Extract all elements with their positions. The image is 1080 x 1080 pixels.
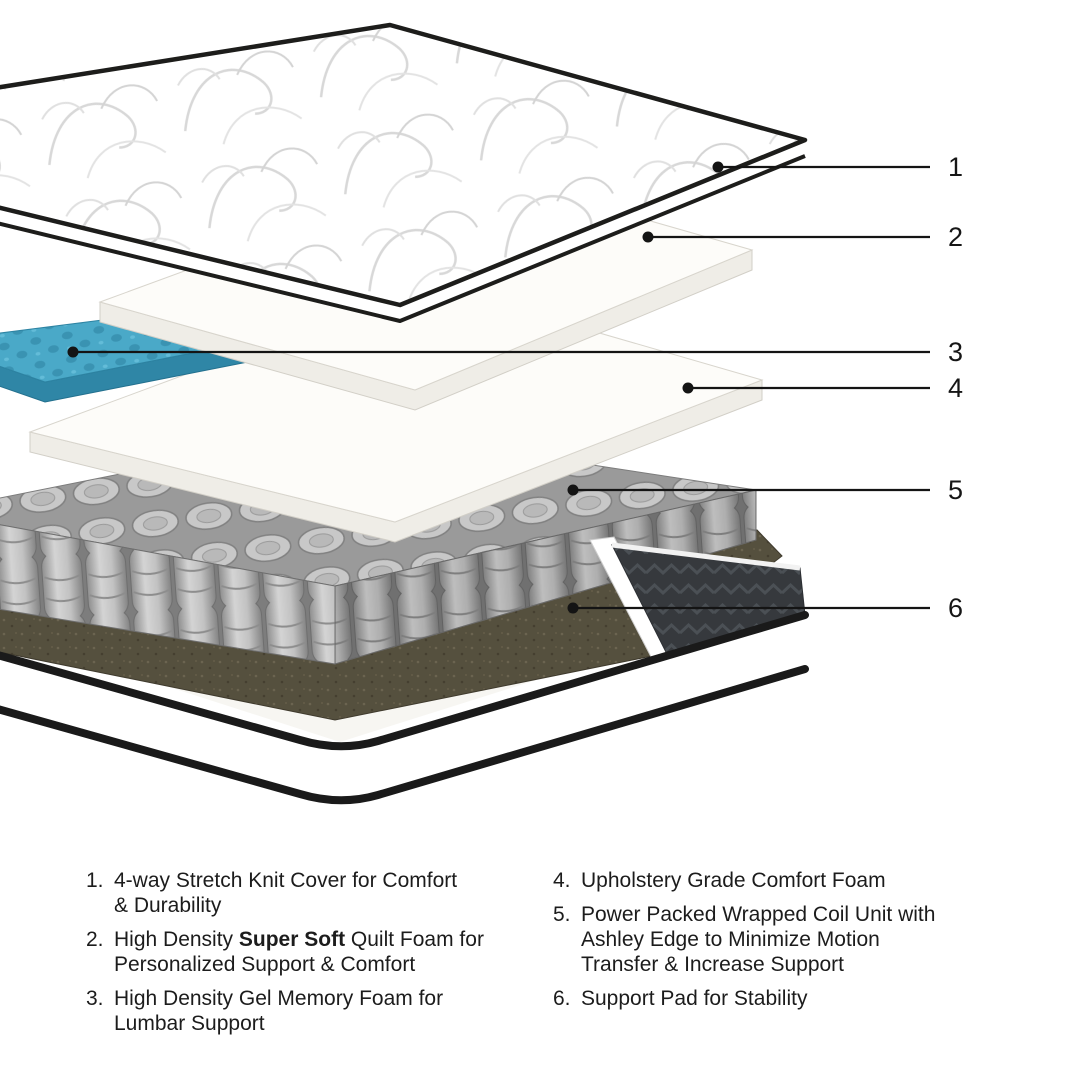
legend-text-part: High Density Gel Memory Foam for Lumbar … <box>114 987 444 1035</box>
callout-number-4: 4 <box>948 373 964 403</box>
callout-dot-3 <box>67 346 79 358</box>
legend-text-part: Upholstery Grade Comfort Foam <box>581 869 886 892</box>
callout-dot-5 <box>567 484 579 496</box>
callout-dot-2 <box>642 231 654 243</box>
callout-dot-4 <box>682 382 694 394</box>
legend-item-2: 2. High Density Super Soft Quilt Foam fo… <box>86 927 486 977</box>
legend-item-1: 1. 4-way Stretch Knit Cover for Comfort … <box>86 868 486 918</box>
legend-text-part: Power Packed Wrapped Coil Unit with Ashl… <box>581 903 936 976</box>
callout-number-3: 3 <box>948 337 964 367</box>
legend-text-part: Support Pad for Stability <box>581 987 808 1010</box>
quilt-cover-illustration <box>0 22 808 323</box>
cover-top-piping <box>0 22 808 308</box>
callout-dot-6 <box>567 602 579 614</box>
coil-front-right-shading <box>335 490 756 664</box>
callout-dot-1 <box>712 161 724 173</box>
callout-dots <box>67 161 724 614</box>
legend-item-number: 3. <box>86 987 104 1010</box>
cover-top-face <box>0 25 805 305</box>
callout-number-1: 1 <box>948 152 964 182</box>
coil-front-right-face <box>334 489 757 665</box>
base-rim-bottom-piping <box>0 665 809 805</box>
legend-text-part: High Density <box>114 928 239 951</box>
callout-number-5: 5 <box>948 475 964 505</box>
legend-column-left: 1. 4-way Stretch Knit Cover for Comfort … <box>86 868 486 1045</box>
legend-item-3: 3. High Density Gel Memory Foam for Lumb… <box>86 986 486 1036</box>
legend-item-text: 4-way Stretch Knit Cover for Comfort & D… <box>114 868 486 918</box>
callout-number-6: 6 <box>948 593 964 623</box>
legend-column-right: 4. Upholstery Grade Comfort Foam 5. Powe… <box>553 868 973 1045</box>
cover-bottom-piping <box>0 154 806 323</box>
base-rim-side-face <box>0 615 805 806</box>
legend-text-part: 4-way Stretch Knit Cover for Comfort & D… <box>114 869 458 917</box>
legend-item-4: 4. Upholstery Grade Comfort Foam <box>553 868 973 893</box>
base-rim-top-piping <box>0 611 809 751</box>
legend: 1. 4-way Stretch Knit Cover for Comfort … <box>86 868 973 1045</box>
base-panel-top-trim <box>611 542 801 571</box>
legend-item-text: High Density Super Soft Quilt Foam for P… <box>114 927 486 977</box>
mattress-illustration <box>0 22 930 806</box>
callout-lines <box>73 165 930 610</box>
legend-item-number: 6. <box>553 987 571 1010</box>
legend-item-text: Power Packed Wrapped Coil Unit with Ashl… <box>581 902 973 977</box>
legend-item-5: 5. Power Packed Wrapped Coil Unit with A… <box>553 902 973 977</box>
legend-item-text: Upholstery Grade Comfort Foam <box>581 868 973 893</box>
legend-text-part: Quilt Foam for Personalized Support & Co… <box>114 928 484 976</box>
callout-number-2: 2 <box>948 222 964 252</box>
legend-item-6: 6. Support Pad for Stability <box>553 986 973 1011</box>
legend-item-text: Support Pad for Stability <box>581 986 973 1011</box>
legend-text-bold: Super Soft <box>238 928 346 951</box>
legend-item-text: High Density Gel Memory Foam for Lumbar … <box>114 986 486 1036</box>
legend-item-number: 1. <box>86 869 104 892</box>
legend-item-number: 5. <box>553 903 571 926</box>
legend-item-number: 4. <box>553 869 571 892</box>
legend-item-number: 2. <box>86 928 104 951</box>
